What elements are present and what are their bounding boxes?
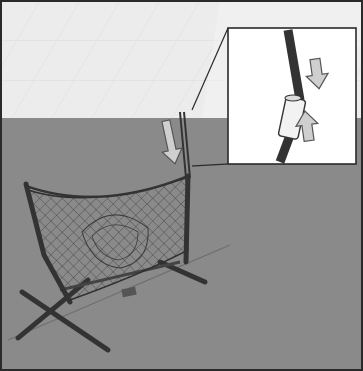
right-pole [186,176,188,262]
inset-pole-joint [285,95,301,101]
detail-inset [228,28,356,164]
